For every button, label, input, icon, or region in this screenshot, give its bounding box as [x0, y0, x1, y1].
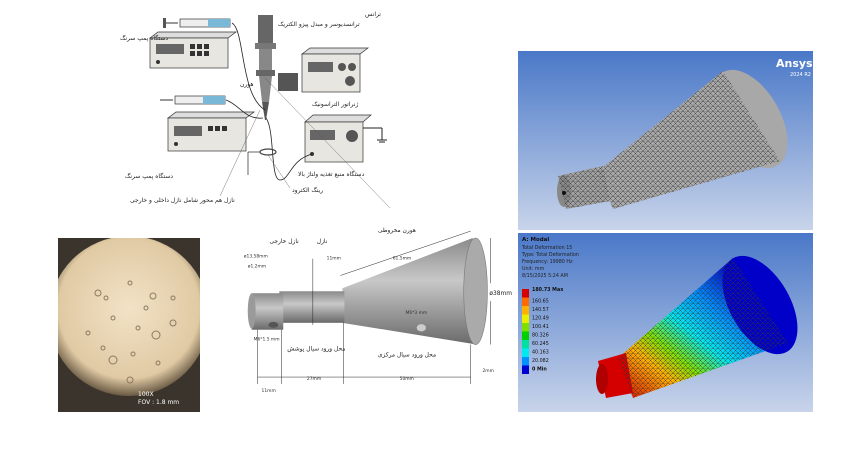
label-trans: ترانس: [365, 11, 381, 18]
result-info-line: Type: Total Deformation: [521, 252, 579, 258]
dim-d-inner: ø1.2mm: [248, 264, 266, 270]
legend-label: 160.65: [532, 299, 549, 305]
result-info-line: Frequency: 19980 Hz: [522, 259, 573, 265]
mesh-model: [557, 69, 788, 209]
legend-label: 0 Min: [532, 367, 547, 373]
label-conical-horn: هورن مخروطی: [378, 228, 416, 234]
ultrasonic-horn: [255, 15, 276, 120]
ansys-logo: Ansys: [776, 57, 813, 70]
label-ring-electrode: رینگ الکترود: [292, 186, 323, 194]
deformation-model: [596, 255, 798, 398]
dim-len1: 11mm: [262, 388, 276, 394]
dim-len4: 2mm: [482, 368, 493, 374]
electrospray-setup-schematic: دستگاه پمپ سرنگ دستگاه پمپ سرنگ ترانسدیو…: [120, 10, 400, 210]
result-info-line: Total Deformation 15: [521, 245, 572, 251]
label-transducer: ترانسدیوسر و مبدل پیزو الکتریک: [278, 21, 360, 28]
syringe-icon: [163, 18, 231, 28]
legend-swatch: [522, 297, 529, 306]
label-horn: هورن: [240, 81, 254, 88]
legend-swatch: [522, 323, 529, 332]
horn-body: [247, 237, 488, 345]
dim-slant: 61.5mm: [393, 256, 411, 262]
legend-swatch: [522, 314, 529, 323]
legend-swatch: [522, 365, 529, 374]
label-ultrasonic-generator: ژنراتور التراسونیک: [312, 101, 358, 108]
dim-d-outer: ø13.58mm: [244, 254, 268, 260]
legend-label: 140.57: [532, 307, 549, 313]
dim-d-large: ø38mm: [489, 291, 512, 297]
label-core-inlet: محل ورود سیال مرکزی: [378, 351, 436, 358]
transformer: [278, 73, 298, 91]
legend-label: 60.245: [532, 341, 549, 347]
microscope-image: 100X FOV : 1.8 mm: [58, 238, 200, 412]
result-title: A: Modal: [522, 237, 549, 243]
legend-swatch: [522, 357, 529, 366]
label-sheath-inlet: محل ورود سیال پوشش: [287, 346, 345, 352]
syringe-icon: [160, 95, 226, 105]
label-syringe-pump-top: دستگاه پمپ سرنگ: [120, 34, 168, 42]
ultrasonic-generator: [300, 47, 370, 93]
ansys-mesh-view: Ansys 2024 R2: [518, 51, 813, 230]
dim-len2: 27mm: [307, 376, 321, 382]
syringe-pump-bottom: [166, 111, 256, 152]
label-hv-supply: دستگاه منبع تغذیه ولتاژ بالا: [298, 170, 365, 178]
syringe-pump-top: [148, 31, 238, 69]
dim-thread-small: M6*1.5 mm: [254, 337, 280, 343]
high-voltage-supply: [304, 114, 372, 163]
legend-label: 40.163: [532, 350, 549, 356]
ring-electrode: [259, 148, 277, 156]
droplets: [85, 280, 177, 384]
legend-label: 100.41: [532, 324, 549, 330]
legend-label: 180.73 Max: [532, 287, 564, 293]
label-nozzle: نازل: [317, 239, 328, 245]
magnification-label: 100X: [138, 391, 154, 398]
dim-len3: 50mm: [400, 376, 414, 382]
legend-label: 120.49: [532, 316, 549, 322]
legend-swatch: [522, 348, 529, 357]
legend-swatch: [522, 306, 529, 315]
horn-cad-drawing: هورن مخروطی نازل خارجی نازل محل ورود سیا…: [230, 215, 516, 405]
ansys-version: 2024 R2: [790, 72, 811, 78]
dim-neck: 11mm: [327, 256, 341, 262]
legend-swatch: [522, 340, 529, 349]
legend-label: 80.326: [532, 333, 549, 339]
legend-swatch: [522, 289, 529, 298]
dim-thread-large: M6*3 mm: [406, 310, 428, 316]
label-coaxial-nozzle: نازل هم محور شامل نازل داخلی و خارجی: [130, 197, 235, 204]
fov-label: FOV : 1.8 mm: [138, 399, 179, 406]
legend-swatch: [522, 331, 529, 340]
result-info-line: 8/15/2025 5:24 AM: [522, 273, 568, 279]
label-outer-nozzle: نازل خارجی: [269, 239, 299, 245]
result-info-line: Unit: mm: [522, 266, 545, 272]
legend-label: 20.082: [532, 358, 549, 364]
label-syringe-pump-bottom: دستگاه پمپ سرنگ: [125, 172, 173, 180]
